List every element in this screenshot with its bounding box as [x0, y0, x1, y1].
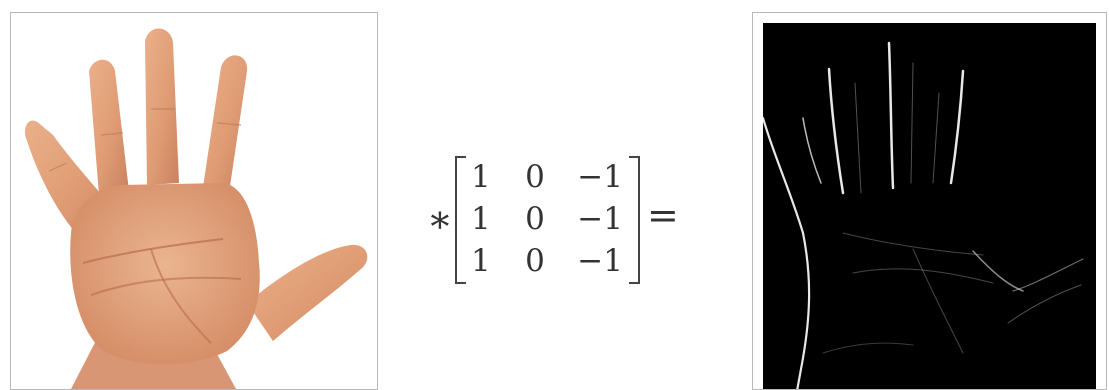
equals-sign: = — [647, 193, 679, 237]
edge-map-drawing — [763, 41, 1084, 389]
kernel-cell: 1 — [471, 159, 491, 195]
kernel-cell: −1 — [577, 159, 623, 195]
input-image-panel — [10, 12, 378, 390]
kernel-cell: −1 — [577, 201, 623, 237]
kernel-cell: 1 — [471, 201, 491, 237]
output-image-panel — [752, 12, 1107, 390]
kernel-grid: 1 0 −1 1 0 −1 1 0 −1 — [469, 156, 629, 284]
right-bracket — [629, 156, 640, 284]
kernel-cell: −1 — [577, 243, 623, 279]
kernel-cell: 1 — [471, 243, 491, 279]
convolution-equation: ∗ 1 0 −1 1 0 −1 1 0 −1 = — [425, 150, 695, 290]
kernel-cell: 0 — [525, 243, 545, 279]
edge-map — [763, 23, 1096, 389]
left-bracket — [455, 156, 466, 284]
kernel-cell: 0 — [525, 159, 545, 195]
convolution-operator: ∗ — [427, 197, 453, 241]
kernel-matrix: 1 0 −1 1 0 −1 1 0 −1 — [455, 152, 640, 288]
hand-photo — [24, 28, 368, 389]
kernel-cell: 0 — [525, 201, 545, 237]
